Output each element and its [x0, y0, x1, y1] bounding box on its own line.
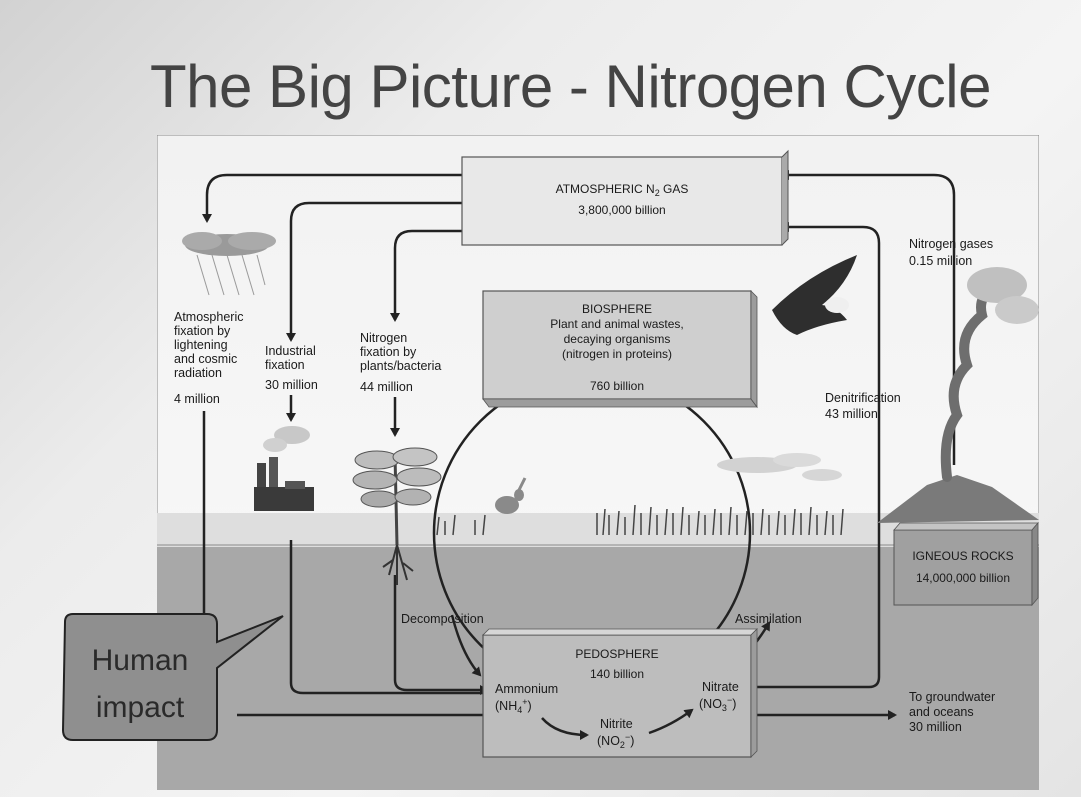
ammonium-formula: (NH4+)	[495, 697, 532, 715]
atm-fixation-line: radiation	[174, 366, 222, 380]
atmospheric-fixation-label: Atmospheric fixation by lightening and c…	[174, 310, 243, 406]
groundwater-line: To groundwater	[909, 690, 995, 704]
plant-icon	[352, 447, 442, 585]
igneous-rocks-box: IGNEOUS ROCKS 14,000,000 billion	[893, 521, 1039, 607]
biosphere-amount: 760 billion	[590, 379, 644, 393]
factory-icon	[254, 426, 314, 511]
arrow-nitrogen-gases	[780, 170, 956, 465]
industrial-line: Industrial	[265, 344, 316, 358]
decomposition-label: Decomposition	[401, 612, 484, 626]
eagle-icon	[772, 255, 857, 335]
arrow-plant-to-pedosphere	[393, 575, 489, 695]
ammonium-label: Ammonium	[495, 682, 558, 696]
denitrification-line: 43 million	[825, 407, 878, 421]
callout-line2: impact	[96, 691, 185, 724]
nitrate-formula: (NO3−)	[699, 695, 736, 713]
atm-fixation-line: Atmospheric	[174, 310, 243, 324]
volcano-icon	[877, 267, 1039, 523]
bio-fixation-line: 44 million	[360, 380, 413, 394]
arrow-decomposition	[450, 614, 482, 677]
arrow-nitrite-to-nitrate	[648, 708, 694, 735]
bio-fixation-label: Nitrogen fixation by plants/bacteria 44 …	[360, 331, 441, 394]
atmospheric-title: ATMOSPHERIC N2 GAS	[556, 182, 689, 198]
biosphere-line3: (nitrogen in proteins)	[562, 347, 672, 361]
arrow-atmospheric-fixation	[202, 173, 464, 223]
storm-cloud-icon	[182, 232, 276, 296]
denitrification-label: Denitrification 43 million	[825, 391, 901, 421]
atmospheric-box: ATMOSPHERIC N2 GAS 3,800,000 billion	[461, 149, 789, 246]
groundwater-label: To groundwater and oceans 30 million	[909, 690, 995, 734]
bio-fixation-line: fixation by	[360, 345, 417, 359]
nitrite-label: Nitrite	[600, 717, 633, 731]
biosphere-line1: Plant and animal wastes,	[550, 317, 683, 331]
bio-fixation-line: Nitrogen	[360, 331, 407, 345]
igneous-title: IGNEOUS ROCKS	[912, 549, 1013, 563]
nitrogen-gases-line: 0.15 million	[909, 254, 972, 268]
callout-line1: Human	[92, 644, 189, 677]
nitrogen-gases-line: Nitrogen gases	[909, 237, 993, 251]
line-industrial-to-pedosphere	[289, 540, 487, 695]
arrow-bio-fixation	[390, 229, 464, 322]
grass-icon	[436, 504, 844, 536]
nitrate-label: Nitrate	[702, 680, 739, 694]
nitrogen-cycle-diagram: ATMOSPHERIC N2 GAS 3,800,000 billion BIO…	[157, 135, 1039, 790]
bio-fixation-line: plants/bacteria	[360, 359, 441, 373]
pedosphere-title: PEDOSPHERE	[575, 647, 658, 661]
arrow-denitrification	[757, 222, 881, 689]
denitrification-line: Denitrification	[825, 391, 901, 405]
biosphere-box: BIOSPHERE Plant and animal wastes, decay…	[482, 290, 758, 409]
groundwater-line: and oceans	[909, 705, 974, 719]
rabbit-icon	[495, 477, 527, 514]
atmospheric-amount: 3,800,000 billion	[578, 203, 665, 217]
industrial-fixation-label: Industrial fixation 30 million	[265, 344, 318, 392]
atm-fixation-line: 4 million	[174, 392, 220, 406]
human-impact-callout: Human impact	[61, 613, 284, 741]
groundwater-line: 30 million	[909, 720, 962, 734]
industrial-line: 30 million	[265, 378, 318, 392]
nitrite-formula: (NO2−)	[597, 732, 634, 750]
slide-title: The Big Picture - Nitrogen Cycle	[150, 53, 992, 120]
atm-fixation-line: lightening	[174, 338, 228, 352]
assimilation-label: Assimilation	[735, 612, 802, 626]
arrow-industrial-fixation	[286, 201, 464, 342]
pedosphere-amount: 140 billion	[590, 667, 644, 681]
clouds-icon	[717, 453, 842, 481]
pedosphere-box: PEDOSPHERE 140 billion Ammonium (NH4+) N…	[482, 628, 758, 758]
igneous-amount: 14,000,000 billion	[916, 571, 1010, 585]
atm-fixation-line: fixation by	[174, 324, 231, 338]
biosphere-line2: decaying organisms	[564, 332, 671, 346]
nitrogen-gases-label: Nitrogen gases 0.15 million	[909, 237, 993, 268]
atm-fixation-line: and cosmic	[174, 352, 237, 366]
industrial-line: fixation	[265, 358, 305, 372]
arrow-ammonium-to-nitrite	[541, 717, 589, 740]
biosphere-title: BIOSPHERE	[582, 302, 652, 316]
